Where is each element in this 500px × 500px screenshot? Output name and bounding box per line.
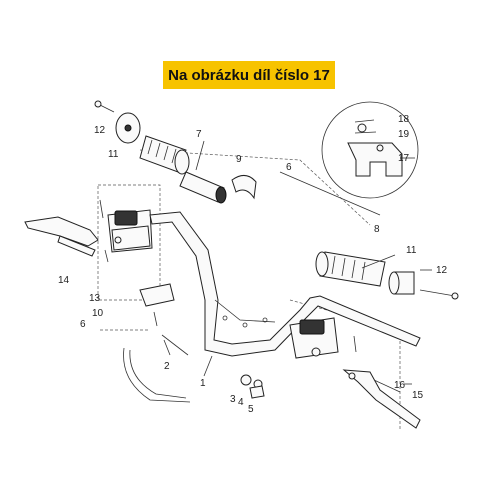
callout-13: 13	[89, 293, 101, 304]
left-grip-7	[139, 135, 190, 175]
callout-12-left: 12	[94, 125, 106, 136]
callout-3: 3	[230, 394, 236, 405]
banner-title: Na obrázku díl číslo 17	[163, 61, 335, 89]
callout-11-right: 11	[406, 245, 417, 256]
right-brake-lever	[342, 369, 421, 429]
callout-8: 8	[374, 224, 380, 235]
left-bolt-12	[94, 100, 115, 113]
callout-19: 19	[398, 129, 410, 140]
callout-2: 2	[164, 361, 170, 372]
detail-circle	[321, 101, 419, 199]
detail-part-17	[347, 123, 403, 177]
handlebar-frame	[149, 211, 421, 357]
callout-1: 1	[200, 378, 206, 389]
callout-12-right: 12	[436, 265, 448, 276]
right-master-cylinder	[289, 317, 339, 359]
right-bolt-12	[419, 289, 459, 300]
group-line-right	[289, 299, 401, 430]
pin-short	[153, 311, 158, 327]
washer-nut-3-4-5	[240, 374, 265, 399]
screw-left	[104, 249, 109, 263]
leader-lines	[163, 119, 432, 393]
right-bar-end-11	[388, 271, 415, 295]
left-master-cylinder	[107, 209, 153, 253]
pin-2	[161, 334, 189, 356]
right-grip-8	[315, 251, 386, 287]
callout-9: 9	[236, 154, 242, 165]
callout-6-left: 6	[80, 319, 86, 330]
left-brake-lever	[24, 216, 99, 257]
callout-15: 15	[412, 390, 424, 401]
callout-14: 14	[58, 275, 70, 286]
left-bar-end-11	[115, 112, 141, 144]
callout-5: 5	[248, 404, 254, 415]
bolt-left	[99, 199, 104, 219]
callout-18: 18	[398, 114, 410, 125]
callout-17: 17	[398, 153, 410, 164]
throttle-sleeve-9	[231, 175, 257, 200]
callout-6-top: 6	[286, 162, 292, 173]
brake-cable	[123, 347, 191, 403]
callout-10: 10	[92, 308, 104, 319]
callout-7: 7	[196, 129, 202, 140]
left-switch-cover	[139, 283, 175, 307]
callout-16: 16	[394, 380, 406, 391]
bolt-right	[353, 335, 357, 353]
callout-4: 4	[238, 397, 244, 408]
callout-11-left: 11	[108, 149, 119, 160]
group-line-top	[139, 149, 371, 226]
throttle-tube	[179, 171, 227, 204]
